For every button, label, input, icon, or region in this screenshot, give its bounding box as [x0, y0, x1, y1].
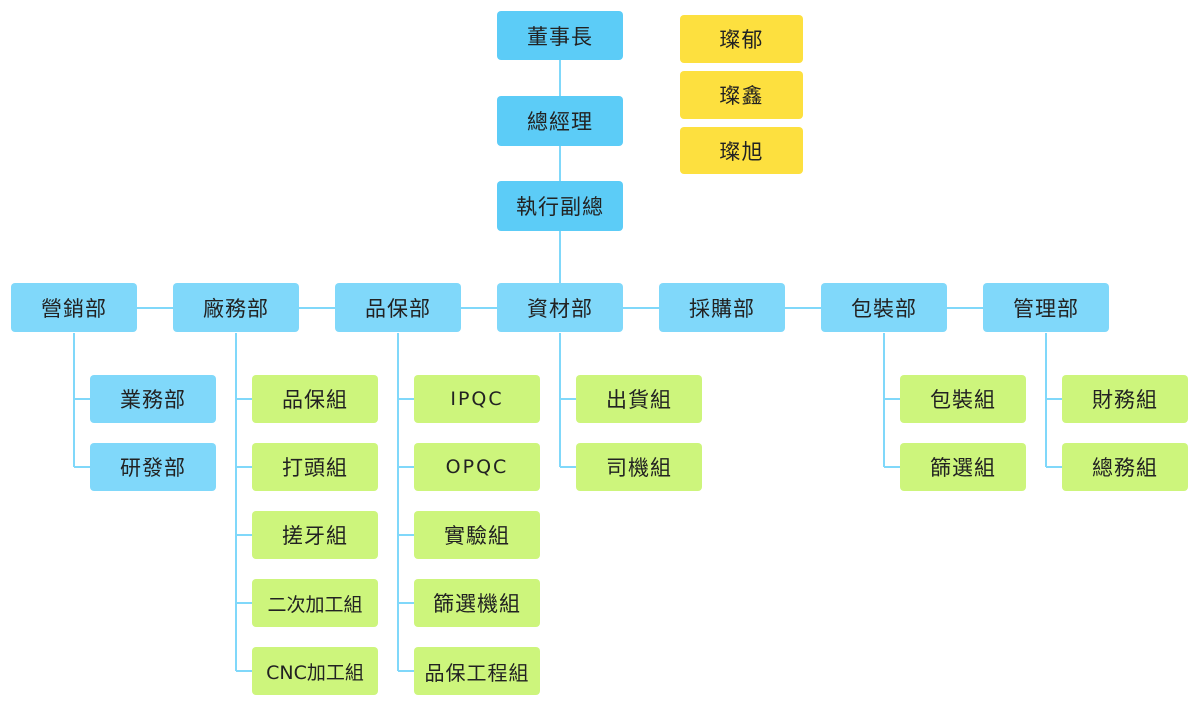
node-affiliate-3: 璨旭 — [680, 127, 803, 174]
node-unit-sorting: 篩選組 — [900, 443, 1026, 491]
node-unit-rnd: 研發部 — [90, 443, 216, 491]
node-unit-secondary-machining: 二次加工組 — [252, 579, 378, 627]
node-general-manager: 總經理 — [497, 96, 623, 146]
node-unit-general-affairs: 總務組 — [1062, 443, 1188, 491]
node-unit-shipping: 出貨組 — [576, 375, 702, 423]
node-dept-quality: 品保部 — [335, 283, 461, 332]
node-unit-cnc-machining: CNC加工組 — [252, 647, 378, 695]
node-unit-packing: 包裝組 — [900, 375, 1026, 423]
node-unit-drivers: 司機組 — [576, 443, 702, 491]
node-dept-management: 管理部 — [983, 283, 1109, 332]
node-unit-factory-qa: 品保組 — [252, 375, 378, 423]
node-unit-sales: 業務部 — [90, 375, 216, 423]
node-unit-heading: 打頭組 — [252, 443, 378, 491]
node-dept-factory: 廠務部 — [173, 283, 299, 332]
node-unit-finance: 財務組 — [1062, 375, 1188, 423]
node-affiliate-2: 璨鑫 — [680, 71, 803, 119]
node-dept-packaging: 包裝部 — [821, 283, 947, 332]
node-unit-lab: 實驗組 — [414, 511, 540, 559]
node-chairman: 董事長 — [497, 11, 623, 60]
node-executive-vp: 執行副總 — [497, 181, 623, 231]
node-unit-opqc: OPQC — [414, 443, 540, 491]
node-affiliate-1: 璨郁 — [680, 15, 803, 63]
node-dept-marketing: 營銷部 — [11, 283, 137, 332]
node-unit-ipqc: IPQC — [414, 375, 540, 423]
node-unit-sorting-machine: 篩選機組 — [414, 579, 540, 627]
node-unit-thread-rolling: 搓牙組 — [252, 511, 378, 559]
node-dept-materials: 資材部 — [497, 283, 623, 332]
node-unit-qa-engineering: 品保工程組 — [414, 647, 540, 695]
node-dept-purchasing: 採購部 — [659, 283, 785, 332]
